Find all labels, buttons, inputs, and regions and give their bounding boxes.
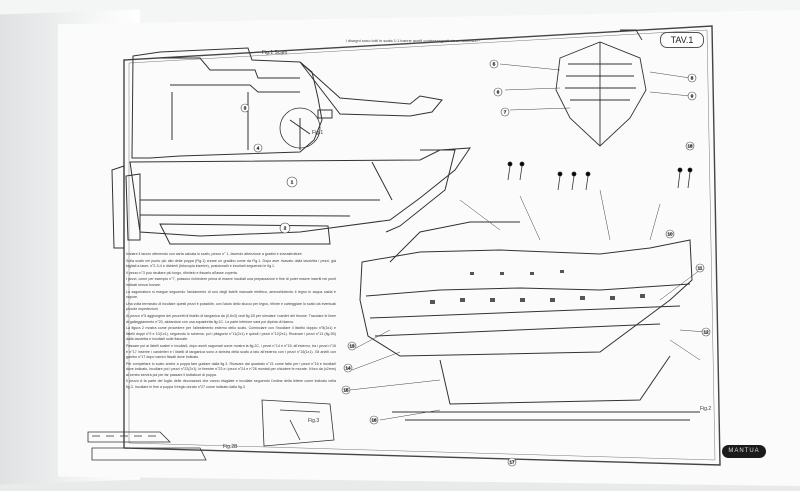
part-number-label: 8: [691, 76, 694, 81]
instruction-paragraph: Sulla scafo nel punto più alto della pop…: [126, 258, 336, 269]
part-number-label: 1: [291, 180, 294, 185]
fig2b-label: Fig.2B: [223, 444, 238, 450]
instruction-paragraph: La figura 2 mostra come procedere per l'…: [126, 326, 336, 342]
scale-note: I disegni sono tutti in scala 1:1 tranne…: [345, 38, 481, 43]
hull-profile-bottom: [111, 147, 471, 249]
part-number-label: 6: [497, 90, 500, 95]
bow-view: [555, 29, 647, 147]
brand-logo: MANTUA: [722, 445, 766, 458]
fig3-label: Fig.3: [308, 418, 320, 424]
fig1b-label: Fig.1: [312, 130, 324, 136]
part-number-label: 12: [703, 330, 709, 335]
part-number-label: 4: [257, 146, 260, 151]
sheet-border: [123, 25, 721, 466]
plan-sheet: [58, 10, 800, 486]
part-number-label: 9: [691, 94, 694, 99]
ship-side-view: [359, 221, 700, 421]
instruction-paragraph: Per completare lo scafo anche a poppa fa…: [126, 361, 336, 377]
assembly-instructions: Iniziare il lavoro ottenendo con carta c…: [126, 252, 336, 392]
part-number-label: 5: [493, 62, 496, 67]
part-number-label: 2: [284, 226, 287, 231]
part-number-label: 15: [343, 388, 349, 393]
plate-label: TAV.1: [660, 32, 704, 48]
rail-drawing: [87, 399, 335, 461]
ship-details: [430, 270, 645, 304]
instruction-paragraph: La sagomatura si esegue seguendo l'andam…: [126, 289, 336, 300]
instruction-paragraph: Una volta terminato di incollare questi …: [126, 301, 336, 312]
fig1-text: Fig.1: [262, 50, 274, 56]
instruction-paragraph: I pezzi, come per esempio n°7, possono r…: [126, 277, 336, 287]
pins-row: [507, 161, 693, 191]
part-number-label: 11: [698, 266, 703, 271]
instruction-paragraph: Iniziare il lavoro ottenendo con carta c…: [126, 252, 303, 256]
fig1-suffix: Scafo: [274, 50, 288, 56]
part-number-label: 10: [667, 232, 673, 237]
part-number-label: 13: [349, 344, 355, 349]
instruction-paragraph: Il pezzo A fa parte del foglio delle dec…: [126, 379, 336, 390]
fig2-label: Fig.2: [700, 406, 712, 412]
instruction-paragraph: Al pezzo n°5 aggiungere dei pezzetti di …: [126, 313, 336, 324]
part-number-label: 7: [504, 110, 507, 115]
part-number-label: 18: [687, 144, 693, 149]
part-number-label: 17: [509, 460, 515, 465]
part-number-label: 14: [345, 366, 351, 371]
part-number-label: 16: [371, 418, 377, 423]
part-number-label: 3: [244, 106, 247, 111]
callout-lines: [349, 63, 707, 421]
instruction-paragraph: Il pezzo n°3 può risultare più lungo, ri…: [126, 270, 238, 275]
instruction-paragraph: Passare poi ai listelli scalmi e incolla…: [126, 343, 336, 360]
fig1-label: Fig.1 Scafo: [262, 50, 287, 56]
hull-profile-top: [131, 47, 443, 159]
